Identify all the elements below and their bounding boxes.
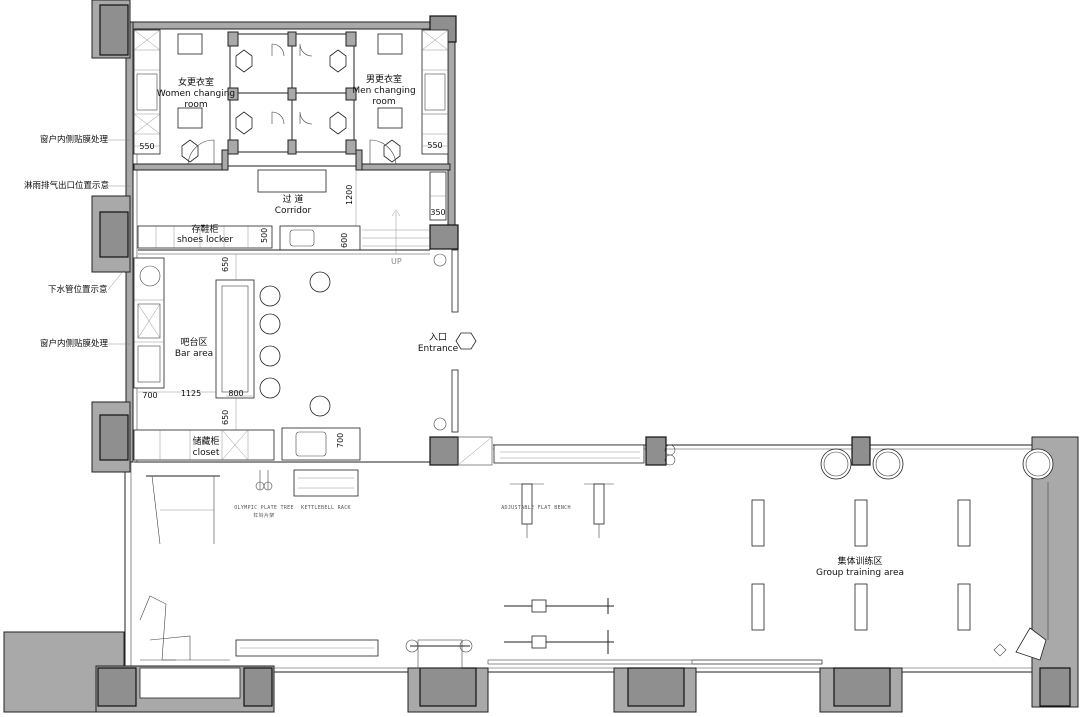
men-changing-label-cn: 男更衣室 [365, 75, 403, 85]
entrance [433, 249, 493, 466]
dim-550-right: 550 [427, 141, 443, 150]
dim-650-top: 650 [221, 256, 230, 272]
dim-600: 600 [340, 232, 349, 248]
bar-area-label-en: Bar area [174, 349, 214, 359]
corridor-area [137, 169, 447, 255]
adjustable-flat-bench-label: ADJUSTABLE FLAT BENCH [501, 505, 571, 511]
shower-vent-note: 淋雨排气出口位置示意 [24, 181, 110, 191]
changing-rooms [133, 29, 451, 171]
closet-label-en: closet [192, 448, 220, 458]
corridor-label-en: Corridor [274, 206, 312, 216]
group-training-label-en: Group training area [815, 568, 905, 578]
drain-pipe-note: 下水管位置示意 [48, 285, 108, 295]
corridor-label-cn: 过 道 [282, 195, 304, 205]
dim-1125: 1125 [180, 389, 202, 398]
dim-650-bottom: 650 [221, 409, 230, 425]
dim-700: 700 [142, 391, 158, 400]
group-training-label-cn: 集体训练区 [837, 557, 883, 567]
dim-550-left: 550 [139, 142, 155, 151]
dim-350: 350 [430, 208, 446, 217]
columns [3, 0, 1079, 713]
women-changing-label-cn: 女更衣室 [177, 78, 215, 88]
kettlebell-rack-label: KETTLEBELL RACK [301, 505, 351, 511]
dim-700-vertical: 700 [336, 432, 345, 448]
men-changing-label-en1: Men changing [352, 86, 416, 96]
shoes-locker-label-en: shoes locker [176, 235, 234, 245]
closet-label-cn: 储藏柜 [192, 437, 220, 447]
olympic-plate-tree-label: OLYMPIC PLATE TREE [234, 505, 294, 511]
shoes-locker-label-cn: 存鞋柜 [191, 225, 219, 235]
window-film-note-2: 窗户内侧贴膜处理 [40, 339, 109, 349]
entrance-label-cn: 入口 [428, 333, 448, 343]
women-changing-label-en1: Women changing [156, 89, 236, 99]
women-changing-label-en2: room [184, 100, 208, 110]
dim-800: 800 [228, 389, 244, 398]
dim-500: 500 [260, 227, 269, 243]
window-film-note-1: 窗户内侧贴膜处理 [40, 135, 109, 145]
up-arrow-label: UP [391, 257, 402, 266]
men-changing-label-en2: room [372, 97, 396, 107]
dim-1200: 1200 [345, 184, 354, 205]
bar-area-label-cn: 吧台区 [180, 338, 208, 348]
annotation-leaders [107, 139, 448, 430]
olympic-plate-tree-label-cn: 杠铃片架 [253, 513, 275, 519]
bar-area [133, 257, 430, 463]
entrance-label-en: Entrance [417, 344, 459, 354]
gym-equipment [139, 444, 1054, 669]
